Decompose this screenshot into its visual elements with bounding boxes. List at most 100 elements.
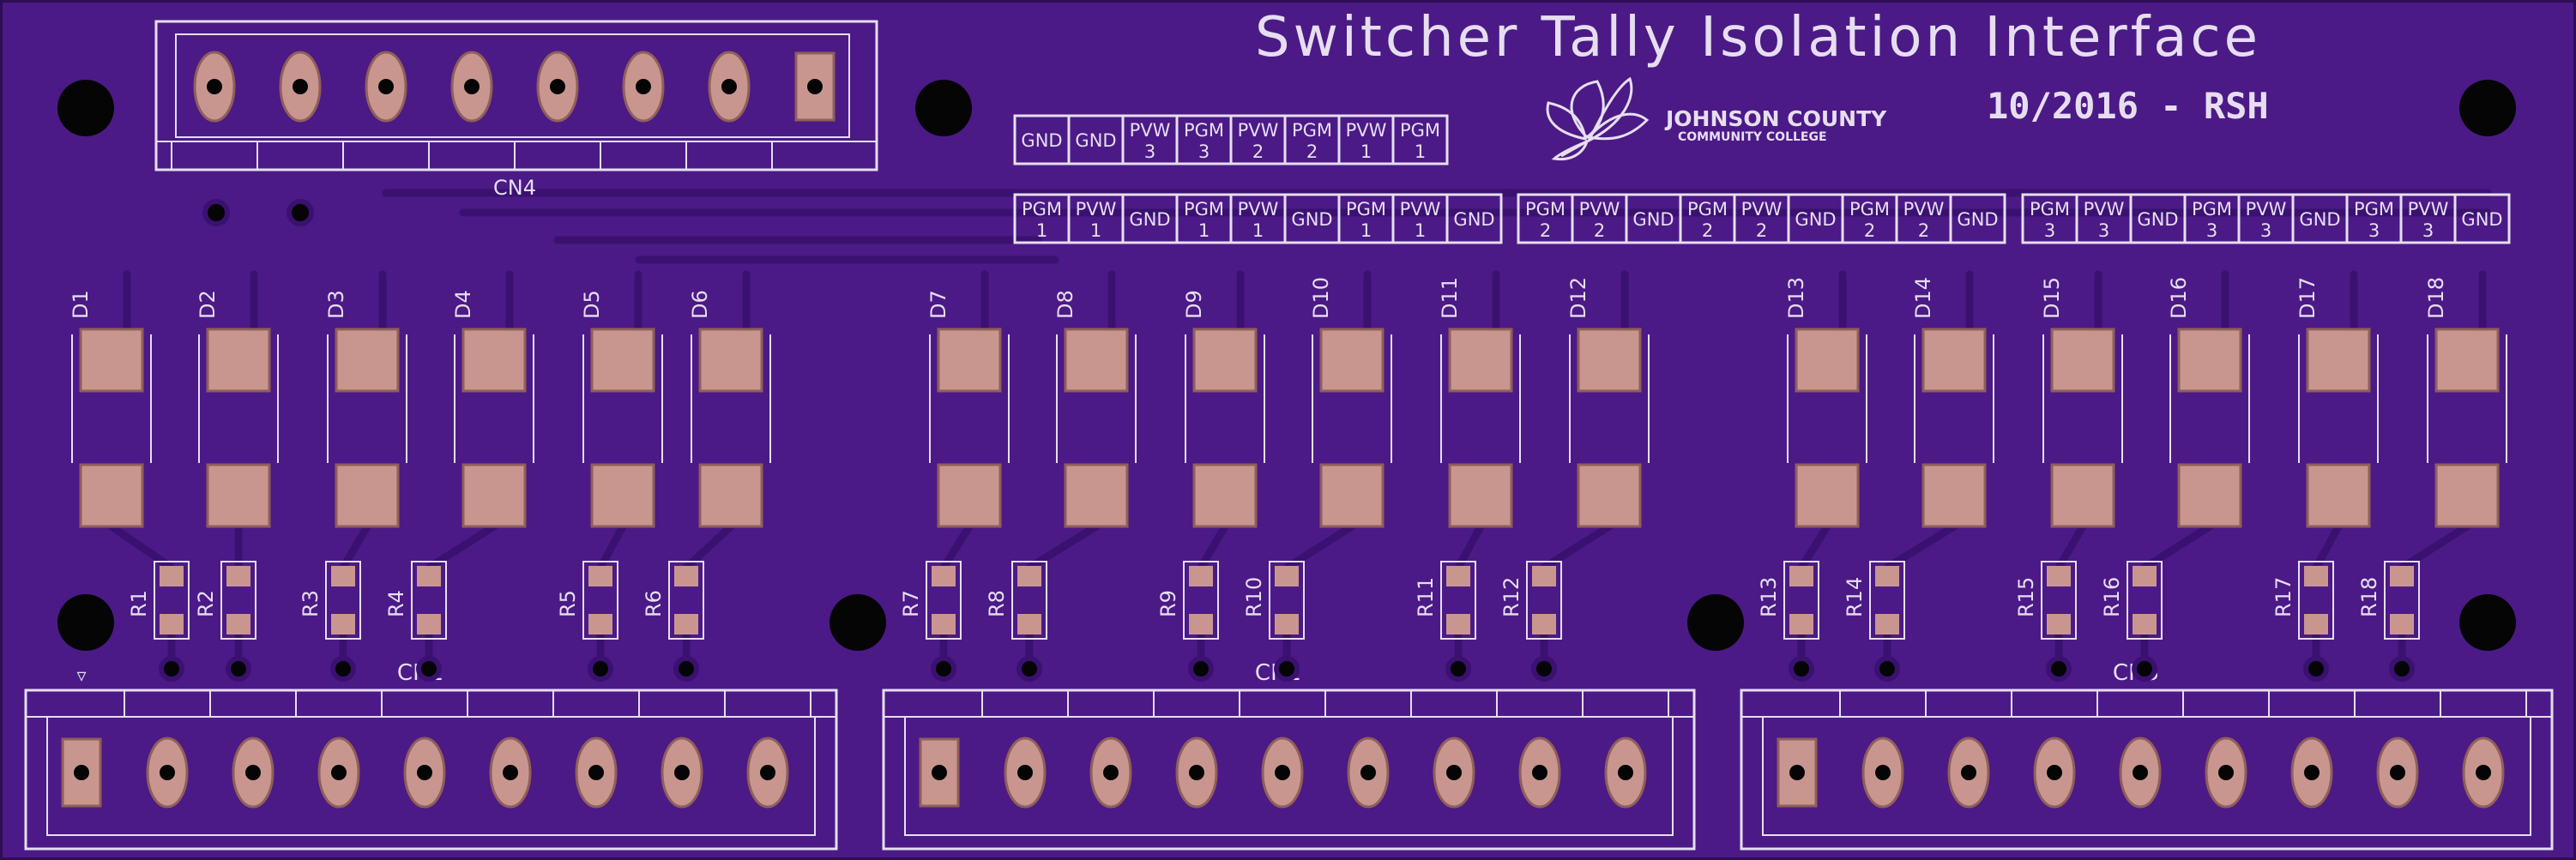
college-logo: JOHNSON COUNTY COMMUNITY COLLEGE [1546,76,1887,161]
component-layer: D1R1D2R2D3R3D4R4D5R5D6R6D7R7D8R8D9R9D10R… [69,277,2507,682]
cn3-pin-hole [1875,765,1891,780]
diode-2: D2 [196,290,279,528]
resistor-label: R17 [2271,577,2295,617]
board-date-author: 10/2016 - RSH [1987,85,2269,127]
label-cell-signal: PVW [2408,199,2449,220]
label-cell-signal: PGM [2192,199,2232,220]
diode-pad-bottom [698,463,763,528]
group-label-cell: GND [2453,193,2511,244]
mounting-hole [57,80,114,136]
cn1-outline [24,689,838,851]
resistor-outline [582,561,618,640]
resistor-pad-bottom [1875,614,1899,634]
cn1-pin-hole [588,765,604,780]
resistor-label: R10 [1242,577,1266,617]
diode-12: D12 [1566,277,1650,528]
cn4-pin-hole [550,79,565,94]
mounting-hole [1687,594,1744,651]
label-cell-channel: 2 [1306,141,1318,162]
diode-11: D11 [1438,277,1521,528]
label-cell-signal: PGM [2030,199,2070,220]
resistor-outline [2127,561,2163,640]
label-cell-signal: PGM [2354,199,2394,220]
resistor-pad-bottom [2047,614,2071,634]
diode-pad-top [2306,328,2371,393]
label-cell-channel: 2 [1756,220,1767,241]
diode-label: D6 [688,290,712,319]
diode-15: D15 [2040,277,2123,528]
resistor-pad-top [331,566,355,586]
resistor-outline [926,561,962,640]
diode-label: D15 [2040,277,2064,319]
mounting-holes [57,80,2516,651]
diode-10: D10 [1309,277,1392,528]
resistor-14: R14 [1843,561,1905,682]
label-cell-channel: 2 [1594,220,1605,241]
label-cell-signal: PGM [1184,199,1224,220]
resistor-label: R13 [1757,577,1781,617]
diode-18: D18 [2424,277,2507,528]
label-cell-signal: GND [1957,209,1998,230]
label-cell-signal: GND [1795,209,1836,230]
label-cell-signal: PGM [1022,199,1062,220]
resistor-pad-bottom [1275,614,1299,634]
resistor-pad-bottom [588,614,612,634]
via [1188,656,1214,682]
diode-label: D2 [196,290,220,319]
diode-pad-top [2434,328,2500,393]
diode-label: D1 [69,290,93,319]
mounting-hole [2459,80,2516,136]
cn1-pin-hole [503,765,518,780]
label-cell-signal: GND [1129,209,1170,230]
diode-pad-top [937,328,1002,393]
diode-9: D9 [1182,290,1265,528]
diode-pad-bottom [937,463,1002,528]
diode-pad-bottom [1319,463,1385,528]
diode-label: D13 [1784,277,1808,319]
cn2-pin-hole [1618,765,1633,780]
resistor-10: R10 [1242,561,1305,682]
resistor-pad-top [1275,566,1299,586]
resistor-18: R18 [2357,561,2420,682]
via [202,199,230,226]
resistor-outline [2298,561,2334,640]
label-cell-signal: PVW [1346,120,1387,141]
via [2132,656,2157,682]
cn4-pin-hole [464,79,480,94]
label-cell-signal: PVW [1741,199,1783,220]
cn1-pin-hole [245,765,261,780]
cn3-pin-hole [1789,765,1805,780]
resistor-9: R9 [1156,561,1219,682]
resistor-pad-top [1532,566,1556,586]
resistor-6: R6 [642,561,704,682]
diode-pad-bottom [2306,463,2371,528]
diode-pad-bottom [2177,463,2242,528]
resistor-pad-top [417,566,441,586]
resistor-pad-top [2133,566,2157,586]
resistor-17: R17 [2271,561,2334,682]
resistor-outline [325,561,361,640]
diode-label: D12 [1566,277,1590,319]
diode-pad-bottom [462,463,527,528]
label-cell-signal: GND [2137,209,2178,230]
diode-5: D5 [580,290,663,528]
resistor-pad-top [1189,566,1213,586]
diode-pad-bottom [206,463,271,528]
cn2-pin-hole [1446,765,1462,780]
diode-label: D9 [1182,290,1206,319]
diode-16: D16 [2167,277,2250,528]
resistor-outline [1269,561,1305,640]
label-cell-channel: 2 [1540,220,1551,241]
resistor-pad-bottom [932,614,956,634]
via [1531,656,1557,682]
via [1274,656,1300,682]
diode-pad-top [79,328,144,393]
diode-3: D3 [324,290,407,528]
cn3-pin-hole [2218,765,2234,780]
resistor-pad-top [674,566,698,586]
resistor-15: R15 [2014,561,2077,682]
resistor-pad-bottom [1189,614,1213,634]
cn4-label: CN4 [493,176,536,200]
